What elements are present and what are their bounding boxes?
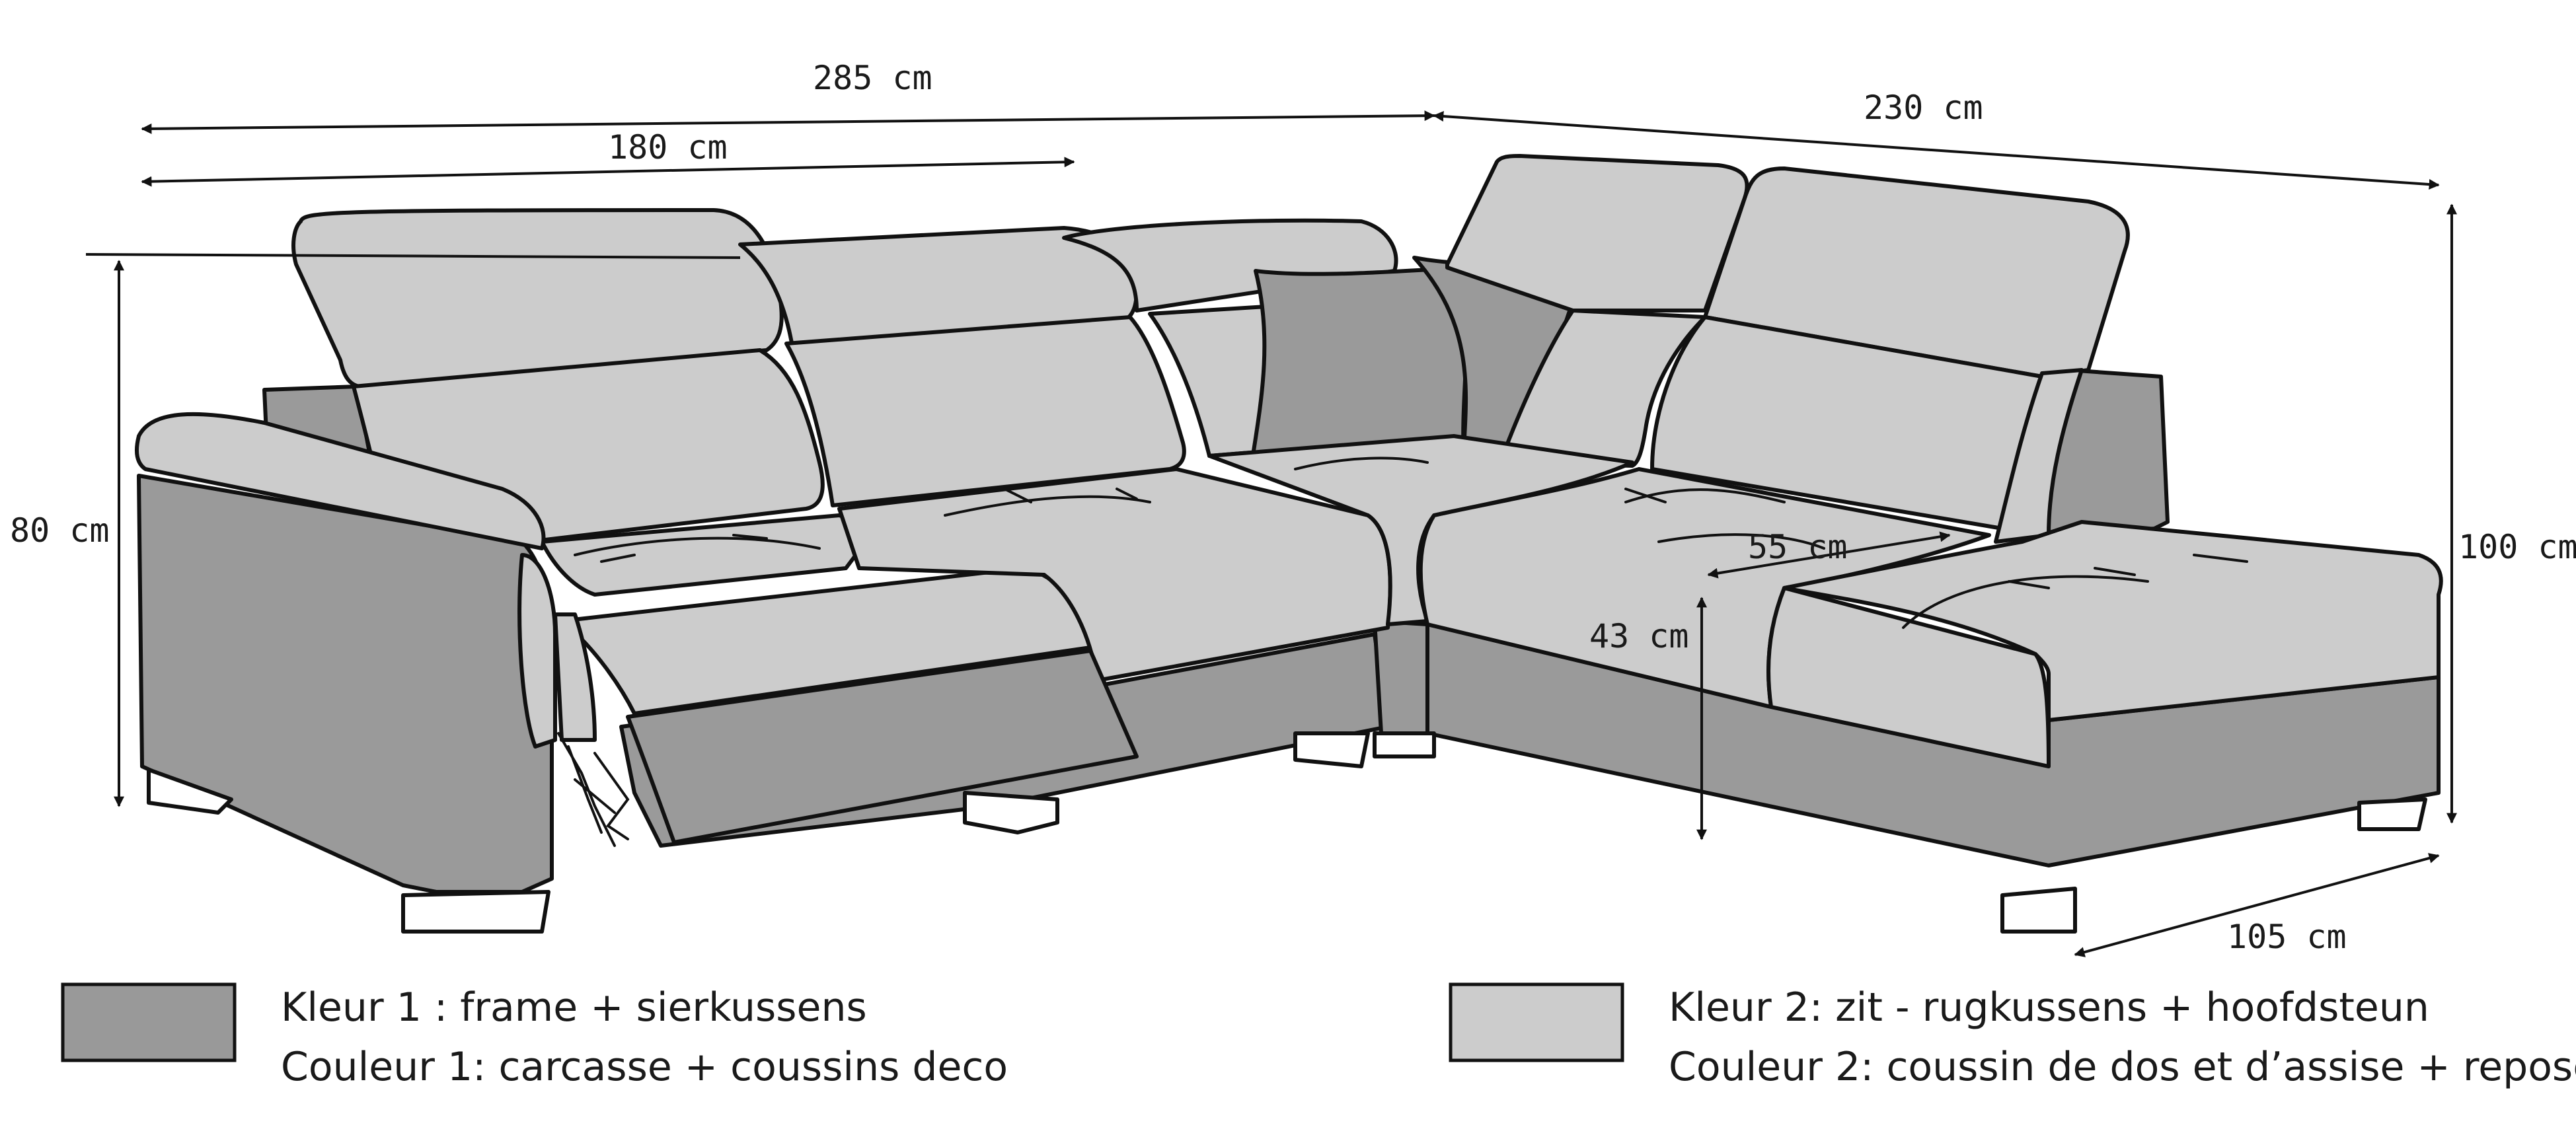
leg-chaise-back [2357, 797, 2427, 831]
dimension-labels: 285 cm 230 cm 180 cm 80 cm 100 cm 55 cm … [10, 59, 2576, 956]
recliner-mechanism [557, 732, 630, 847]
sofa-illustration [135, 154, 2443, 934]
recliner-footrest [626, 649, 1139, 844]
dim-line-80-ref [85, 253, 741, 259]
label-105cm: 105 cm [2227, 918, 2347, 956]
corner-seat-cushion [1207, 434, 1634, 626]
legend-color1-line2: Couleur 1: carcasse + coussins deco [281, 1044, 1008, 1090]
dim-line-55 [1707, 531, 1951, 579]
leg-chaise-front [2000, 887, 2077, 934]
legend-color2-line2: Couleur 2: coussin de dos et d’assise + … [1669, 1044, 2576, 1090]
legend-swatch-color2 [1449, 982, 1624, 1062]
left-arm-top [135, 412, 546, 550]
dim-line-180 [141, 157, 1075, 187]
corner-base-frame [1373, 619, 1436, 735]
leg-corner [1373, 731, 1436, 758]
label-55cm: 55 cm [1748, 528, 1848, 566]
decorative-cushion-left [1250, 266, 1469, 461]
legend-color1-line1: Kleur 1 : frame + sierkussens [281, 984, 867, 1031]
legend-color2-line1: Kleur 2: zit - rugkussens + hoofdsteun [1669, 984, 2429, 1031]
middle-back-cushion [784, 315, 1186, 507]
chaise-front-cushion [1766, 586, 2051, 768]
left-arm-side-cushion [517, 553, 557, 749]
left-arm-panel [553, 612, 597, 742]
dim-line-230 [1433, 111, 2440, 190]
right-inner-back-cushion [1498, 309, 1707, 468]
label-230cm: 230 cm [1864, 89, 1983, 127]
corner-headrest [1062, 218, 1398, 312]
label-80cm: 80 cm [10, 511, 110, 550]
legend-swatch-color1 [61, 982, 237, 1062]
label-180cm: 180 cm [608, 128, 728, 166]
leg-middle-back [1293, 731, 1370, 768]
label-285cm: 285 cm [813, 59, 932, 97]
label-43cm: 43 cm [1589, 617, 1689, 655]
dim-line-105 [2074, 853, 2440, 957]
leg-left-back [147, 768, 233, 815]
dim-line-285 [141, 110, 1435, 134]
legend: Kleur 1 : frame + sierkussens Couleur 1:… [61, 982, 2576, 1090]
dimension-lines [85, 110, 2457, 957]
leg-middle-front [963, 791, 1059, 834]
leg-left-front [401, 890, 550, 934]
label-100cm: 100 cm [2458, 528, 2576, 566]
